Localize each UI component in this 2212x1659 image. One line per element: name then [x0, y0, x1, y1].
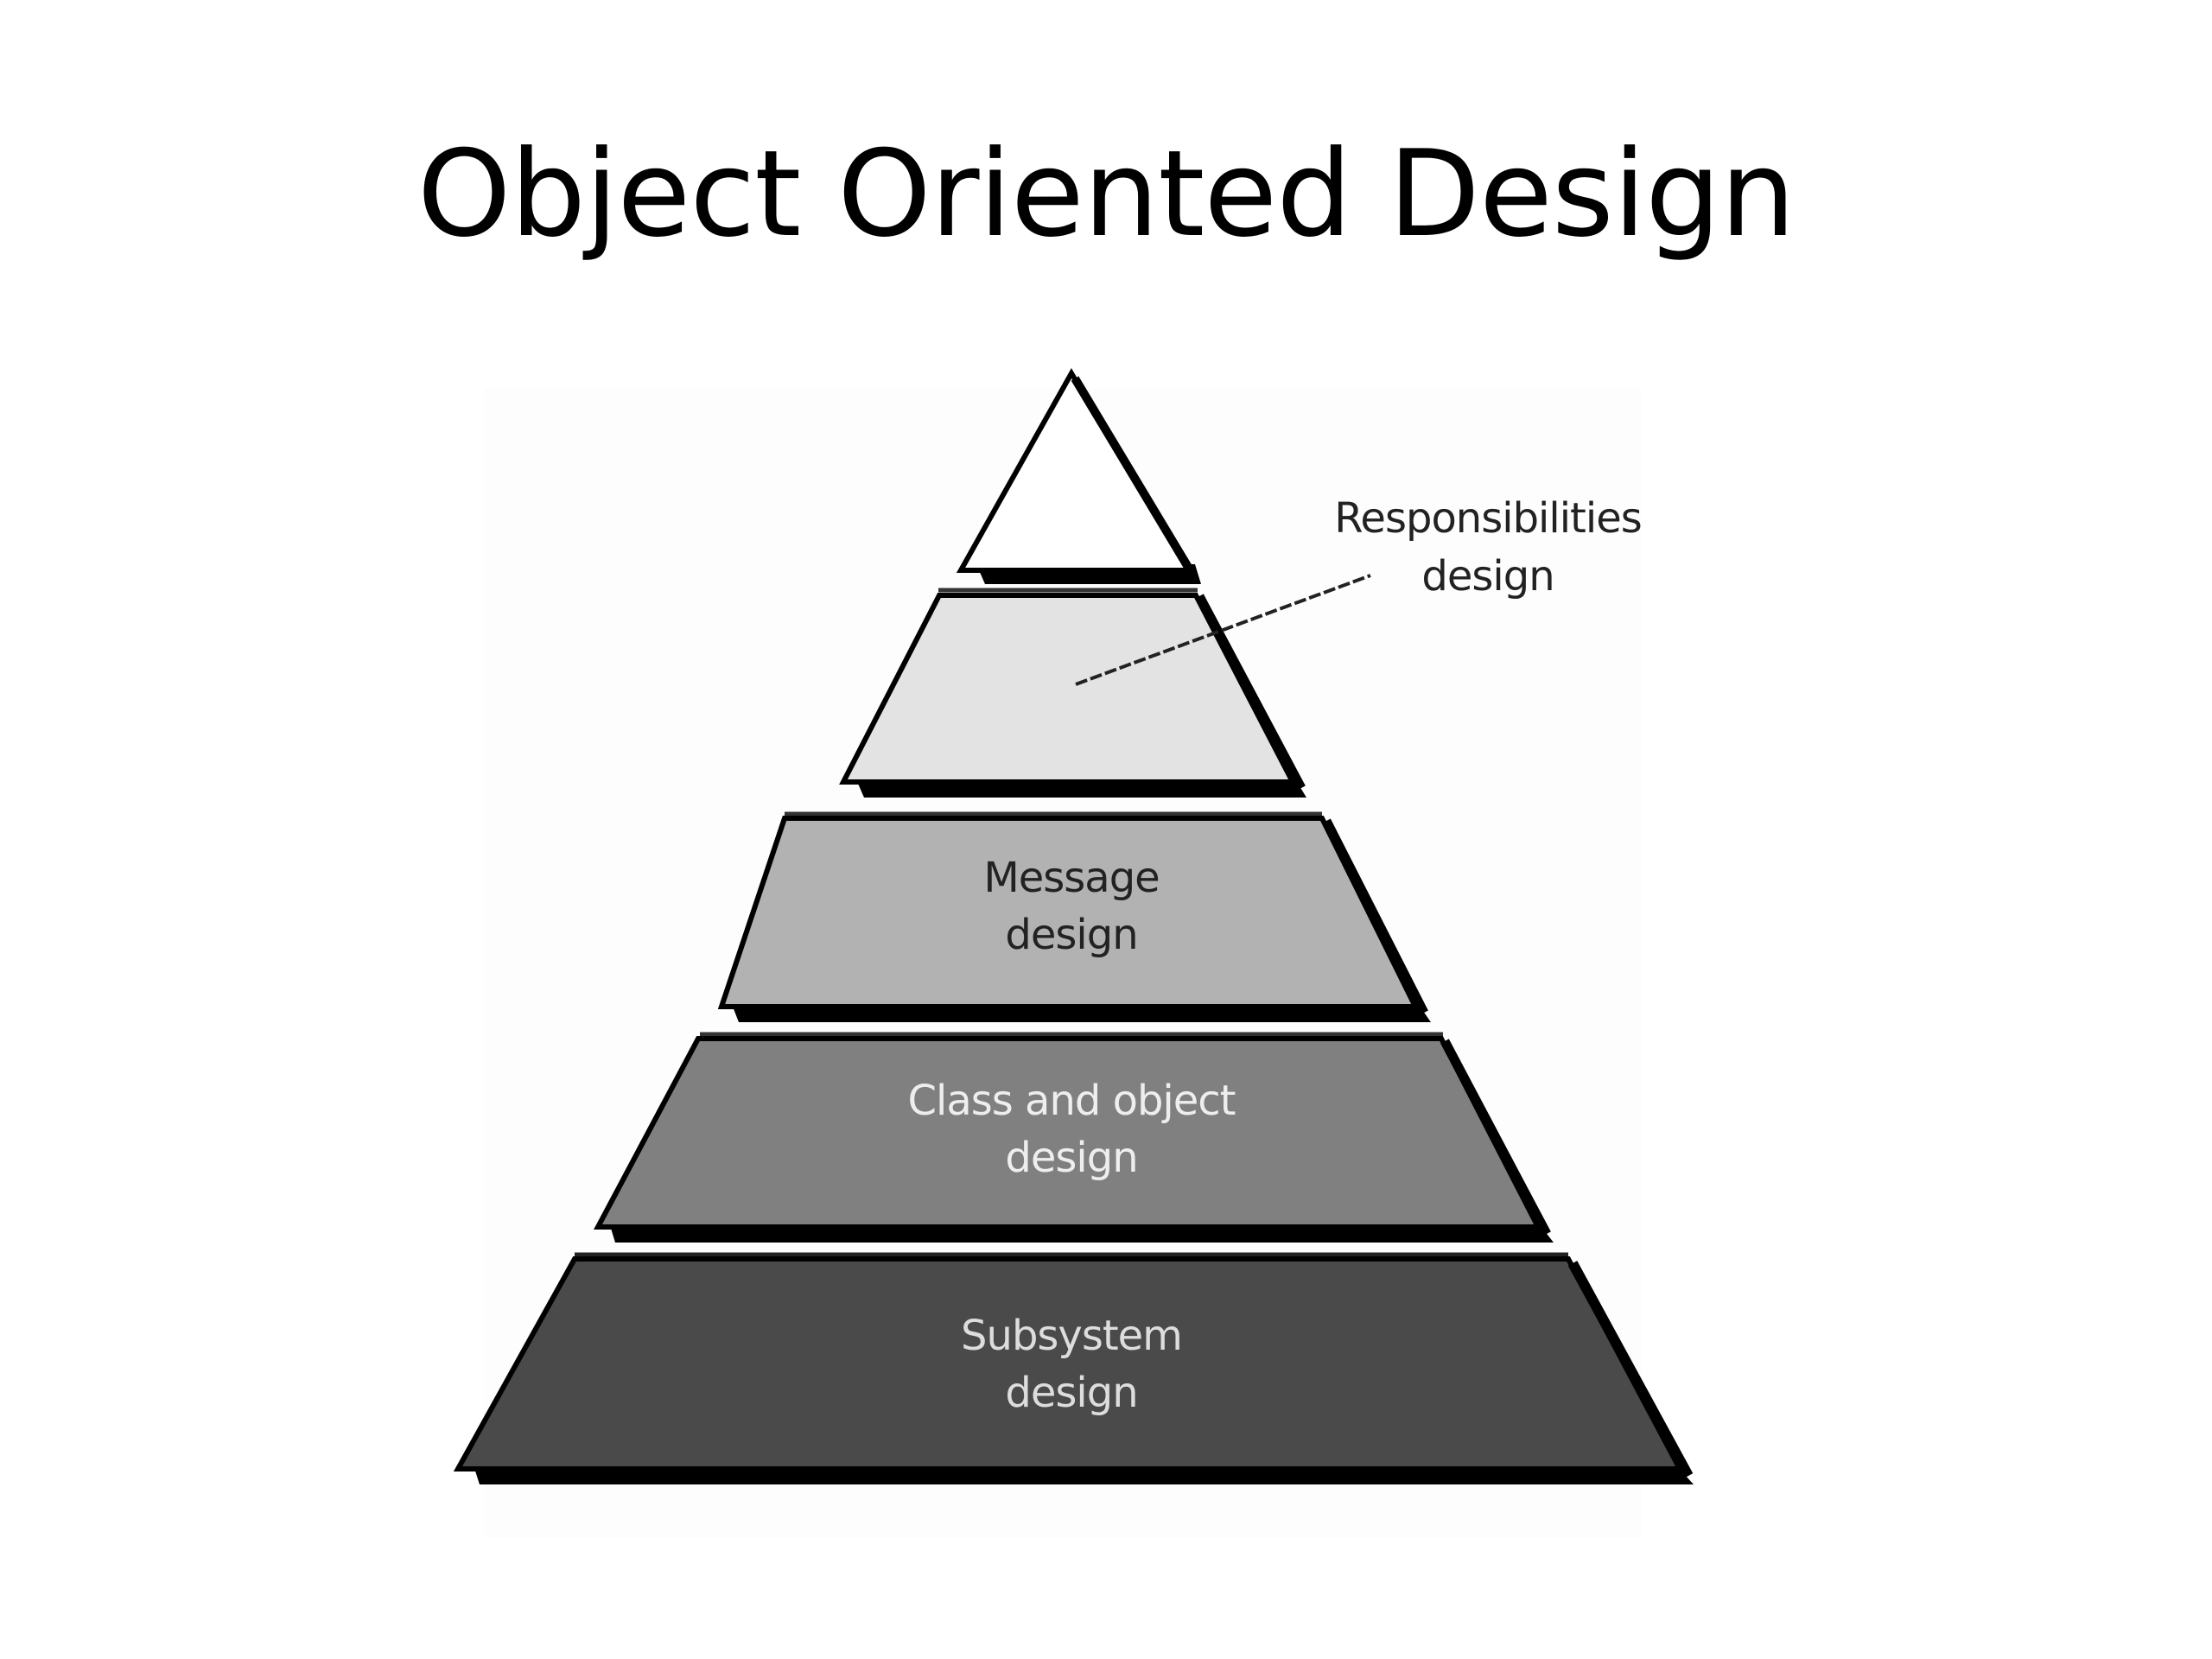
pyramid-layer-message: Message design	[717, 811, 1431, 1022]
layer-shape	[594, 1036, 1542, 1230]
layer-edge-shadow	[1567, 1261, 1694, 1478]
layer-shape	[717, 816, 1420, 1009]
slide-title: Object Oriented Design	[416, 124, 1796, 264]
pyramid-layer-subsystem: Subsystem design	[453, 1252, 1694, 1484]
pyramid-layer-apex	[956, 368, 1201, 584]
layer-shape	[453, 1256, 1684, 1471]
layer-shape	[839, 593, 1297, 785]
layer-label-line1: Subsystem	[961, 1312, 1182, 1360]
layer-label-line1: Message	[983, 854, 1159, 902]
layer-label-line2: design	[1005, 1134, 1137, 1182]
callout-leader-line	[1075, 574, 1371, 686]
pyramid-layer-class-object: Class and object design	[594, 1032, 1554, 1243]
callout-label-line1: Responsibilities	[1334, 494, 1642, 543]
layer-edge-shadow	[1071, 376, 1198, 580]
layer-label-line1: Class and object	[907, 1077, 1235, 1125]
pyramid-layer-responsibilities	[839, 588, 1306, 798]
layer-label-line2: design	[1005, 1369, 1137, 1417]
callout-label-line2: design	[1421, 552, 1554, 601]
layer-edge-shadow	[1195, 594, 1306, 791]
callout-responsibilities: Responsibilities design	[1334, 494, 1643, 601]
layer-shape	[956, 368, 1194, 573]
layer-edge-shadow	[1322, 818, 1428, 1015]
layer-edge-shadow	[1440, 1039, 1551, 1236]
layer-label-line2: design	[1005, 911, 1137, 959]
